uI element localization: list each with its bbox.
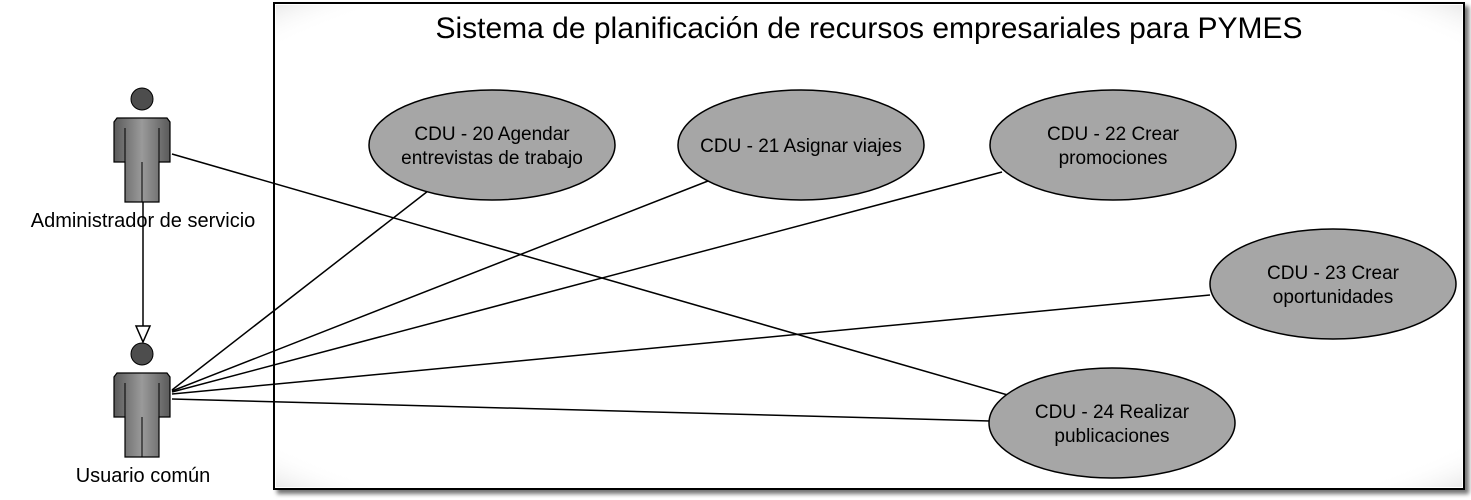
association-admin-cdu24	[171, 153, 1019, 399]
use-case-cdu22[interactable]: CDU - 22 Crear promociones	[989, 89, 1237, 201]
actor-figure-icon	[113, 342, 171, 458]
use-case-label-line: entrevistas de trabajo	[401, 148, 583, 169]
actor-label: Administrador de servicio	[31, 210, 256, 232]
association-usuario-cdu21	[171, 180, 709, 392]
association-usuario-cdu24	[171, 398, 991, 422]
associations	[171, 153, 1211, 422]
actor-usuario[interactable]: Usuario común	[76, 342, 211, 487]
generalization-arrowhead	[134, 325, 152, 344]
use-case-label-line: CDU - 21 Asignar viajes	[700, 136, 902, 157]
use-case-ellipse	[677, 89, 925, 201]
association-usuario-cdu22	[171, 171, 1003, 393]
actor-figure-icon	[113, 87, 171, 203]
use-case-ellipse	[989, 89, 1237, 201]
association-usuario-cdu20	[171, 190, 429, 391]
association-usuario-cdu23	[171, 294, 1211, 395]
use-case-ellipse	[988, 367, 1236, 479]
use-case-cdu23[interactable]: CDU - 23 Crear oportunidades	[1209, 228, 1457, 340]
use-case-ellipse	[368, 89, 616, 201]
use-case-ellipse	[1209, 228, 1457, 340]
use-case-label-line: publicaciones	[1054, 426, 1169, 447]
use-case-label-line: CDU - 24 Realizar	[1035, 402, 1190, 423]
use-case-label-line: oportunidades	[1273, 287, 1393, 308]
use-case-cdu20[interactable]: CDU - 20 Agendar entrevistas de trabajo	[368, 89, 616, 201]
actor-admin[interactable]: Administrador de servicio	[31, 87, 256, 232]
actor-label: Usuario común	[76, 465, 211, 487]
use-case-label-line: promociones	[1059, 148, 1168, 169]
use-case-label-line: CDU - 20 Agendar	[414, 124, 570, 145]
use-case-label-line: CDU - 23 Crear	[1267, 263, 1400, 284]
system-title: Sistema de planificación de recursos emp…	[435, 12, 1302, 45]
use-case-label-line: CDU - 22 Crear	[1047, 124, 1180, 145]
generalization	[134, 202, 152, 344]
use-case-cdu24[interactable]: CDU - 24 Realizar publicaciones	[988, 367, 1236, 479]
use-case-cdu21[interactable]: CDU - 21 Asignar viajes	[677, 89, 925, 201]
